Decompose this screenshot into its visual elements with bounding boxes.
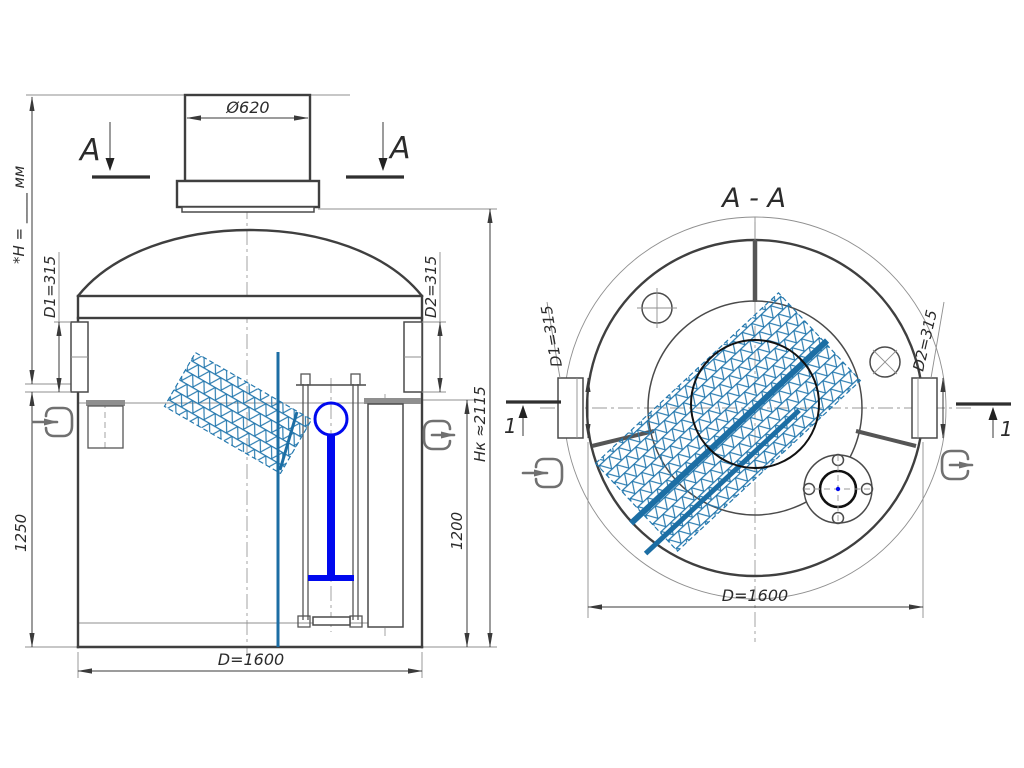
outlet-nozzle-side [403,321,423,393]
inlet-nozzle-plan [557,377,584,439]
top-stiffening-ring [76,294,424,320]
float-shutoff-device [308,401,354,581]
dim-outlet-label-left-view: D2=315 [422,256,440,318]
dim-sump-depth: 1250 [12,391,35,648]
frame-foot-right [349,615,363,628]
drain-flange [802,453,874,525]
dim-neck-diameter: Ø620 [186,98,309,121]
coalescer-band-lower [643,408,801,556]
dim-inlet-label-left-view: D1=315 [41,256,59,318]
neck-collar [175,179,321,209]
detail-marker-1-right: 1 [956,402,1013,441]
section-view-title: A - A [720,183,786,214]
dim-tank-diameter-label-left-view: D=1600 [218,650,284,669]
dim-sump-depth-label: 1250 [12,514,30,552]
dim-overall-height-label: *H = ____ мм [10,166,29,264]
riser-projection-circle [690,339,820,469]
dim-tank-diameter-left-view: D=1600 [77,650,423,674]
section-marker-a-left: A [78,122,150,179]
coalescer-module-plan [594,292,862,556]
flow-direction-icon-inlet-side [31,406,74,438]
frame-foot-left [297,615,311,628]
lifting-lug-upper-left [637,288,677,328]
dim-inlet-left-view: D1=315 [41,252,71,393]
deflector-plate-right [855,429,917,448]
flange-bolt-right [860,482,874,496]
dim-tank-diameter-label-section-view: D=1600 [722,586,788,605]
side-view: A A Ø620 *H = ____ мм 1250 D1=315 [10,93,497,678]
dome-head [76,228,424,298]
baffle-brace [278,411,299,471]
outlet-nozzle-plan [911,377,938,439]
coalescer-module-side [163,351,313,475]
dim-outlet-height: 1200 [448,399,470,648]
flow-direction-icon-outlet-plan [940,449,974,481]
inlet-nozzle-side [70,321,89,393]
outlet-chamber [364,398,421,628]
dim-outlet-height-label: 1200 [448,512,466,550]
flow-direction-icon-inlet-plan [521,457,564,489]
detail-label-1-left: 1 [504,414,517,438]
frame-base-bar [312,616,351,626]
detail-label-1-right: 1 [1000,417,1013,441]
detail-marker-1-left: 1 [504,400,561,438]
flange-bolt-bottom [831,511,845,525]
dim-inlet-label-section-view: D1=315 [537,304,566,368]
dim-overall-height: *H = ____ мм [10,96,35,385]
riser-neck [183,93,312,183]
flow-direction-icon-outlet-side [422,419,456,451]
inlet-downpipe [86,400,125,449]
dim-body-height: Нк ≈2115 [471,208,493,648]
coalescer-band-main [629,338,830,526]
dim-outlet-left-view: D2=315 [422,252,446,393]
section-view-a-a: A - A [504,183,1013,642]
lifting-lug-right [869,346,901,378]
section-label-a-left: A [78,133,101,168]
dim-neck-diameter-label: Ø620 [225,98,269,117]
dim-outlet-label-section-view: D2=315 [909,308,941,373]
collar-lip [181,206,315,213]
section-marker-a-right: A [346,122,411,179]
section-label-a-right: A [388,131,411,166]
dim-body-height-label: Нк ≈2115 [471,386,489,462]
dim-tank-diameter-section-view: D=1600 [587,442,924,618]
